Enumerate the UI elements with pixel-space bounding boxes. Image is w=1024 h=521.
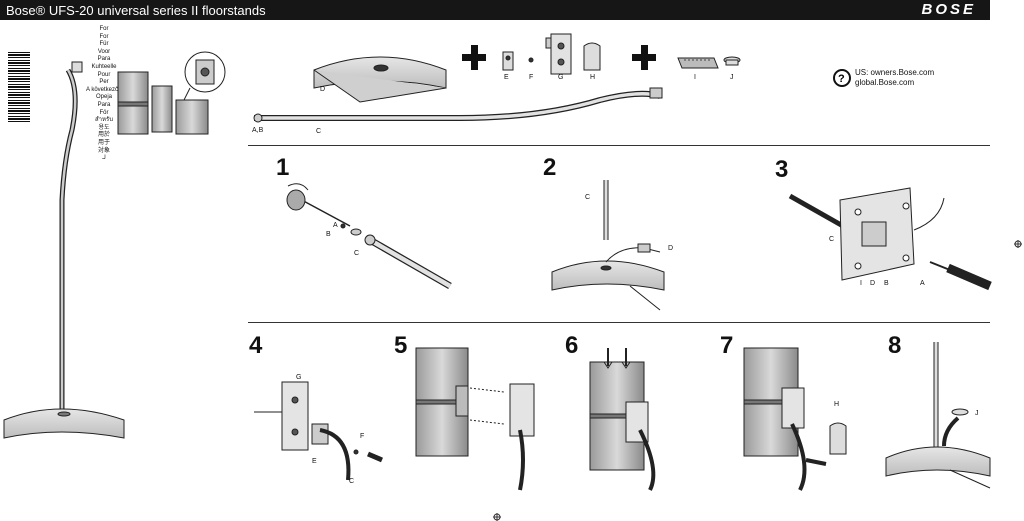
callout-label: C [354,250,360,257]
language-item: Kuhteelle [91,63,117,70]
language-item: Per [99,79,109,86]
step7-illustration [743,347,847,491]
callout-label: A [920,280,925,287]
language-item: Para [97,56,111,63]
callout-label: D [668,245,674,252]
step-number-5: 5 [394,332,408,359]
plus-signs [462,45,656,70]
step3-illustration [788,187,992,291]
language-item: Voor [97,48,111,55]
language-item: 用于 [97,139,110,146]
step2-illustration [551,180,665,311]
step-number-4: 4 [249,332,263,359]
language-item: 용도 [98,124,110,131]
registration-mark [493,240,1022,521]
part-label-ab: A,B [252,127,264,134]
step6-illustration [589,348,656,491]
part-label-d: D [320,86,326,93]
part-label-i: I [694,74,696,81]
step-number-7: 7 [720,332,734,359]
callout-label: C [829,236,835,243]
language-item: Para [97,101,111,108]
language-item: 対象 [97,147,110,154]
part-base-d [313,56,447,103]
floorstand-overview [3,61,125,439]
language-item: Für [99,41,109,48]
language-item: สำหรับ [94,117,114,124]
step1-illustration [286,183,452,290]
callout-label: C [585,194,591,201]
callout-label: B [884,280,889,287]
help-us-url[interactable]: US: owners.Bose.com [855,68,935,77]
step-number-3: 3 [775,156,789,183]
part-label-j: J [730,74,734,81]
brand-logo: BOSE [921,1,976,18]
step-number-6: 6 [565,332,579,359]
callout-label: J [975,410,979,417]
step-number-8: 8 [888,332,902,359]
section-divider [248,145,990,146]
parts-efgh [502,33,601,75]
callout-label: E [312,458,317,465]
callout-label: G [296,374,302,381]
language-item: Opeja [95,94,112,101]
help-global-url[interactable]: global.Bose.com [855,78,915,87]
speaker-family [117,51,226,135]
help-icon: ? [833,69,851,87]
callout-label: B [326,231,331,238]
callout-label: A [333,222,338,229]
callout-label: F [360,433,365,440]
callout-label: D [870,280,876,287]
step4-illustration [254,381,383,481]
svg-text:?: ? [838,73,845,85]
document-title: Bose® UFS-20 universal series II floorst… [6,3,266,18]
language-item: Pour [97,71,111,78]
part-label-c: C [316,128,322,135]
language-item: För [99,109,109,116]
section-divider [248,322,990,323]
header-bar: Bose® UFS-20 universal series II floorst… [0,0,990,20]
step-number-2: 2 [543,154,557,181]
callout-label: I [860,280,862,287]
step8-illustration [885,342,991,489]
callout-label: C [349,478,355,485]
language-item: For [99,33,109,40]
barcode [8,52,30,122]
part-label-g: G [558,74,564,81]
step-number-1: 1 [276,154,290,181]
part-pole-c [253,87,663,123]
step5-illustration [415,347,535,491]
parts-ij [677,56,741,69]
part-label-e: E [504,74,509,81]
language-item: A következőhoz [86,86,129,93]
callout-label: H [834,401,840,408]
language-item: 用於 [97,132,110,139]
part-label-h: H [590,74,596,81]
part-label-f: F [529,74,534,81]
language-item: لـ [102,155,106,162]
language-item: For [99,26,109,32]
